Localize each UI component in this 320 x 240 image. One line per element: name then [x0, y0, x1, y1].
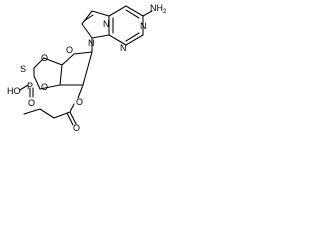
ribose-bonds — [19, 51, 93, 99]
sulfur-label: S — [20, 64, 26, 74]
butanoyl-bonds — [23, 103, 77, 126]
ester-oxygen-label: O — [76, 97, 83, 107]
amine-label: NH — [150, 3, 163, 13]
n-ring-label-3: N — [120, 43, 127, 53]
phosphoryl-oxygen-label: O — [28, 98, 35, 108]
adenine-bonds — [81, 5, 153, 53]
n-ring-label-1: N — [103, 19, 110, 29]
carbonyl-oxygen-label: O — [73, 123, 80, 133]
amine-subscript: 2 — [163, 9, 167, 15]
ring-oxygen-label: O — [66, 45, 73, 55]
phosphate-oxygen-label-2: O — [41, 53, 48, 63]
molecule-diagram: NH 2 N N N N O S P HO O O O O O — [7, 3, 167, 133]
hydroxyl-label: HO — [7, 86, 21, 96]
atom-labels: NH 2 N N N N O S P HO O O O O O — [7, 3, 167, 133]
structure-canvas: NH 2 N N N N O S P HO O O O O O — [0, 0, 170, 135]
n-ring-label-4: N — [88, 38, 95, 48]
phosphate-oxygen-label-1: O — [41, 82, 48, 92]
phosphorus-label: P — [27, 81, 33, 91]
n-ring-label-2: N — [140, 21, 147, 31]
